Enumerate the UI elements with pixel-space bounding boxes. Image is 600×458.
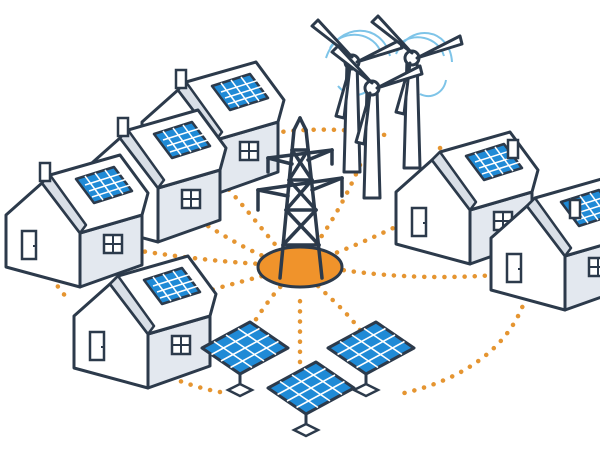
solar-panel-icon — [266, 360, 356, 438]
link-panel-1 — [237, 282, 285, 348]
transmission-tower-icon — [256, 116, 344, 289]
chimneys — [38, 68, 582, 220]
link-house-2 — [162, 197, 271, 261]
wind-turbine-icon — [370, 14, 464, 170]
tower-base-pad — [256, 245, 344, 289]
wind-turbines — [310, 14, 464, 200]
link-turbines — [309, 162, 363, 253]
link-house-6 — [327, 265, 498, 280]
link-panel-3 — [315, 283, 363, 333]
link-house-5 — [319, 212, 423, 261]
house-icon — [4, 153, 150, 289]
